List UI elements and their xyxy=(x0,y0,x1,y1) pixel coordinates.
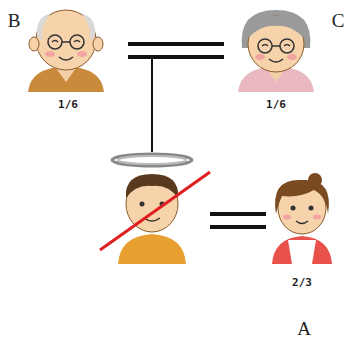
share-fraction: 1/6 xyxy=(266,98,286,111)
marriage-line xyxy=(210,225,266,229)
marriage-line xyxy=(210,212,266,216)
descent-line xyxy=(151,59,153,152)
wife-figure xyxy=(272,173,332,264)
grandmother-figure xyxy=(238,10,314,92)
person-letter: A xyxy=(297,318,311,340)
deceased-son-figure xyxy=(100,154,210,264)
marriage-line xyxy=(128,42,224,46)
person-letter: B xyxy=(8,10,21,32)
share-fraction: 1/6 xyxy=(58,98,78,111)
grandfather-figure xyxy=(28,10,104,92)
person-letter: C xyxy=(332,10,345,32)
share-fraction: 2/3 xyxy=(292,276,312,289)
marriage-line xyxy=(128,55,224,59)
